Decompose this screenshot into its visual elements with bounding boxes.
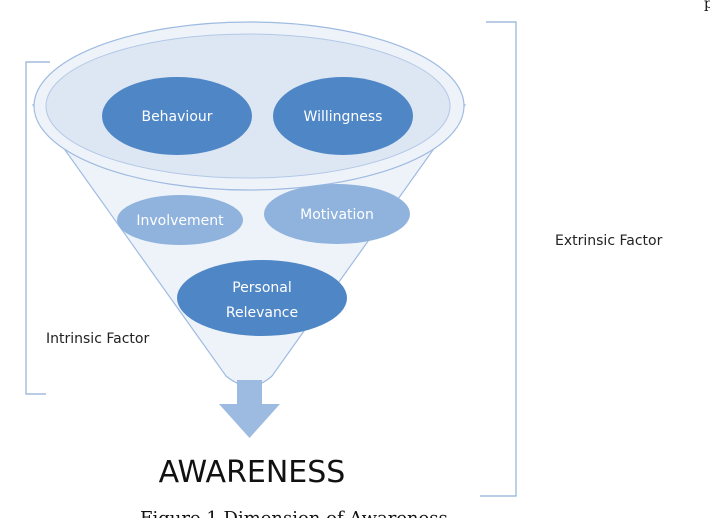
extrinsic-bracket <box>480 21 517 497</box>
behaviour-node <box>102 77 252 155</box>
intrinsic-bracket <box>25 61 50 395</box>
page-number: p <box>704 0 710 12</box>
awareness-label: AWARENESS <box>159 455 346 490</box>
intrinsic-factor-label: Intrinsic Factor <box>46 331 149 347</box>
involvement-node <box>117 195 243 245</box>
involvement-label: Involvement <box>136 213 224 229</box>
motivation-node <box>264 184 410 244</box>
down-arrow-icon <box>219 380 280 438</box>
figure-caption: Figure 1 Dimension of Awareness <box>140 508 448 518</box>
personal-relevance-label-line1: Personal <box>232 280 292 296</box>
extrinsic-factor-label: Extrinsic Factor <box>555 233 663 249</box>
personal-relevance-node <box>177 260 347 336</box>
behaviour-label: Behaviour <box>141 109 212 125</box>
willingness-label: Willingness <box>304 109 383 125</box>
motivation-label: Motivation <box>300 207 374 223</box>
personal-relevance-label-line2: Relevance <box>226 305 298 321</box>
willingness-node <box>273 77 413 155</box>
